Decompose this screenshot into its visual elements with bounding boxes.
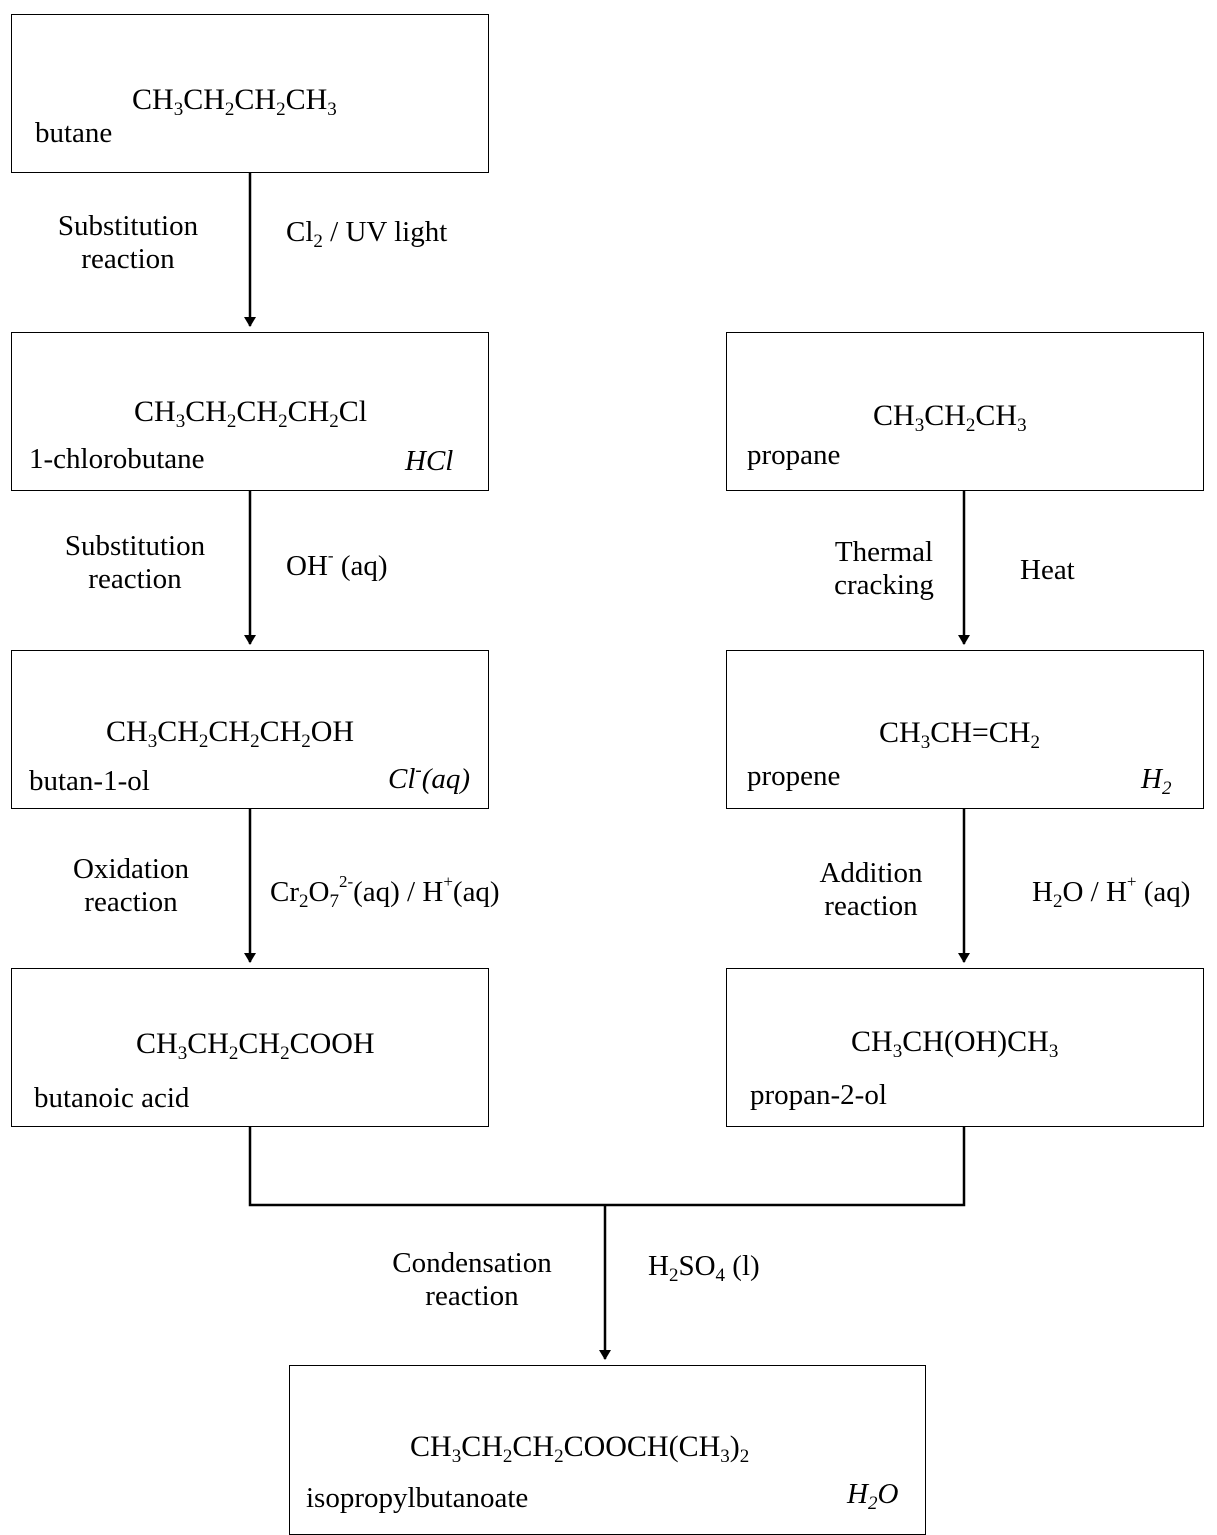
propane-formula: CH3CH2CH3 — [873, 399, 1027, 436]
butane-name: butane — [35, 117, 113, 149]
step3-conditions: Cr2O72-(aq) / H+(aq) — [270, 872, 500, 912]
ester-box: CH3CH2CH2COOCH(CH3)2 isopropylbutanoate … — [289, 1365, 926, 1535]
butanol-box: CH3CH2CH2CH2OH butan-1-ol Cl-(aq) — [11, 650, 489, 809]
butanoic-acid-name: butanoic acid — [34, 1082, 190, 1114]
butanoic-acid-formula: CH3CH2CH2COOH — [136, 1027, 375, 1064]
butanoic-acid-box: CH3CH2CH2COOH butanoic acid — [11, 968, 489, 1127]
propanol-formula: CH3CH(OH)CH3 — [851, 1025, 1059, 1062]
step4-conditions: Heat — [1020, 554, 1075, 586]
butanol-formula: CH3CH2CH2CH2OH — [106, 715, 355, 752]
propene-byproduct: H2 — [1141, 763, 1172, 799]
step6-conditions: H2SO4 (l) — [648, 1250, 760, 1286]
step2-conditions: OH- (aq) — [286, 546, 388, 582]
ester-formula: CH3CH2CH2COOCH(CH3)2 — [410, 1430, 750, 1467]
butanol-name: butan-1-ol — [29, 765, 150, 797]
ester-byproduct: H2O — [847, 1478, 899, 1514]
butane-formula: CH3CH2CH2CH3 — [132, 83, 337, 120]
propene-box: CH3CH=CH2 propene H2 — [726, 650, 1204, 809]
merge-line — [248, 1127, 966, 1207]
propane-name: propane — [747, 439, 841, 471]
ester-name: isopropylbutanoate — [306, 1482, 529, 1514]
propanol-name: propan-2-ol — [750, 1079, 887, 1111]
step1-conditions: Cl2 / UV light — [286, 216, 448, 252]
chlorobutane-name: 1-chlorobutane — [29, 443, 205, 475]
chlorobutane-formula: CH3CH2CH2CH2Cl — [134, 395, 368, 432]
propene-name: propene — [747, 760, 841, 792]
propanol-box: CH3CH(OH)CH3 propan-2-ol — [726, 968, 1204, 1127]
butanol-byproduct: Cl-(aq) — [388, 760, 471, 795]
propane-box: CH3CH2CH3 propane — [726, 332, 1204, 491]
chlorobutane-byproduct: HCl — [405, 445, 454, 477]
step5-conditions: H2O / H+ (aq) — [1032, 872, 1191, 912]
butane-box: CH3CH2CH2CH3 butane — [11, 14, 489, 173]
chlorobutane-box: CH3CH2CH2CH2Cl 1-chlorobutane HCl — [11, 332, 489, 491]
propene-formula: CH3CH=CH2 — [879, 716, 1040, 753]
